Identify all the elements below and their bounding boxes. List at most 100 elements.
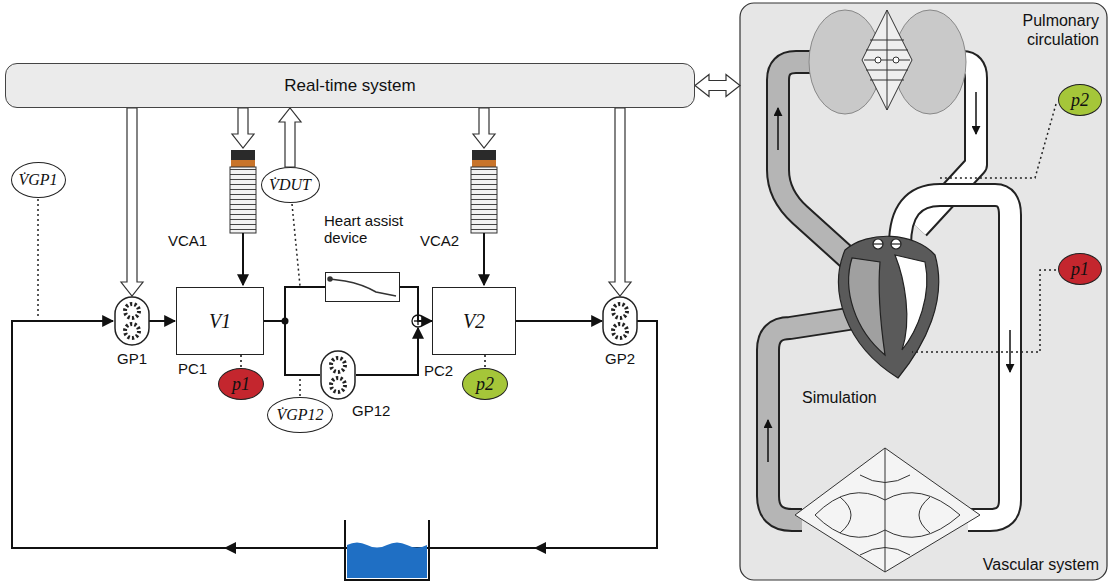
reservoir-tank <box>345 520 429 580</box>
node-text: Simulation <box>802 388 877 407</box>
gear-pump <box>125 324 139 338</box>
capillary-illustration <box>860 475 910 555</box>
sensor-ellipse: p2 <box>462 368 508 400</box>
reservoir-tank <box>345 520 429 580</box>
pipe <box>356 328 418 375</box>
cannula <box>330 279 396 296</box>
controller-box: Real-time system <box>5 63 695 108</box>
pressure-leader <box>940 104 1056 178</box>
part-label: PC1 <box>178 360 207 377</box>
reservoir-tank <box>347 543 427 579</box>
part-label: GP1 <box>117 350 147 367</box>
lungs-illustration <box>809 10 966 114</box>
gear-pump <box>125 304 139 318</box>
command-arrow <box>473 108 495 148</box>
lungs-illustration <box>893 57 899 63</box>
device-outline <box>325 272 400 302</box>
heart-illustration <box>839 236 939 378</box>
node-text: V̇GP12 <box>276 406 323 424</box>
gear-pump <box>331 358 345 372</box>
node-text: V̇DUT <box>269 176 311 194</box>
capillary-illustration <box>840 497 930 533</box>
gear-pump <box>613 324 627 338</box>
flow-sensor-leader <box>38 199 300 396</box>
flow-sensor-leader <box>299 377 301 396</box>
command-arrow <box>609 108 631 296</box>
gear-pump <box>115 297 149 345</box>
pipe <box>516 320 602 322</box>
command-arrow <box>121 108 143 296</box>
node-text: Real-time system <box>284 76 415 96</box>
command-arrow <box>232 108 254 148</box>
heart-illustration <box>839 236 939 378</box>
sensor-ellipse: p1 <box>1058 253 1102 285</box>
signal-arrow <box>695 75 740 97</box>
gear-pump <box>331 378 345 392</box>
node-text: V1 <box>209 310 231 333</box>
flow-arrows <box>768 92 1010 462</box>
flow-sensor-leader <box>37 199 39 319</box>
voice-coil-actuator <box>230 167 256 233</box>
pipe <box>285 321 320 375</box>
cannula <box>328 277 332 281</box>
node-text: p1 <box>232 374 250 395</box>
flow-direction <box>224 542 236 554</box>
measurement-leader <box>484 355 486 368</box>
simulation-panel-ground <box>740 3 1107 580</box>
gear-pump <box>613 304 627 318</box>
pipe <box>406 321 657 562</box>
node-text: V̇GP1 <box>18 171 57 189</box>
voice-coil-actuator <box>242 233 244 285</box>
pressure-leader <box>912 104 1056 352</box>
voice-coil-actuator <box>231 160 255 167</box>
heart-illustration <box>849 258 885 355</box>
signal-arrow <box>279 108 301 167</box>
command-arrow <box>121 108 631 296</box>
pressure-leader <box>912 270 1056 352</box>
device-box: Heart assist device <box>318 212 418 304</box>
node-text: Vascular system <box>983 555 1099 574</box>
capillary-illustration <box>795 448 980 572</box>
voice-coil-actuator <box>231 150 255 160</box>
lungs-illustration <box>862 10 912 110</box>
cannula <box>328 277 396 296</box>
node-text: p1 <box>1071 259 1089 280</box>
sensor-ellipse: V̇GP12 <box>267 397 333 433</box>
pipe <box>12 321 368 562</box>
flow-line <box>400 287 432 321</box>
voice-coil-actuator <box>472 160 496 167</box>
part-label: VCA2 <box>420 232 459 249</box>
heart-illustration <box>891 243 901 244</box>
lungs-illustration <box>864 40 910 80</box>
lungs-illustration <box>875 57 881 63</box>
capillary-illustration <box>885 448 886 572</box>
capillary-illustration <box>815 515 960 537</box>
part-label: PC2 <box>424 362 453 379</box>
heart-illustration <box>891 239 901 249</box>
simulation-panel: p2 p1 Pulmonary circulationSimulationVascu… <box>740 3 1107 580</box>
part-label: VCA1 <box>168 232 207 249</box>
heart-illustration <box>873 239 883 249</box>
capillary-illustration <box>815 493 960 515</box>
flow-direction <box>534 542 546 554</box>
chamber-box: V1 <box>176 287 264 355</box>
node-text: p2 <box>1071 90 1089 111</box>
measurement-leader <box>240 355 242 368</box>
part-label: GP2 <box>605 350 635 367</box>
sensor-ellipse: V̇GP1 <box>11 162 66 198</box>
heart-illustration <box>873 243 883 244</box>
gear-pump <box>603 297 637 345</box>
node-text: p2 <box>476 374 494 395</box>
flow-line <box>264 287 325 321</box>
sensor-ellipse: V̇DUT <box>261 167 320 203</box>
flow-arrows <box>767 420 769 462</box>
heart-illustration <box>895 255 927 350</box>
gear-pump <box>321 351 355 399</box>
flow-arrows <box>1009 330 1011 372</box>
chamber-box: V2 <box>432 287 516 355</box>
node-text: Pulmonary circulation <box>999 11 1099 49</box>
voice-coil-actuator <box>230 150 497 285</box>
pipe <box>149 320 175 322</box>
